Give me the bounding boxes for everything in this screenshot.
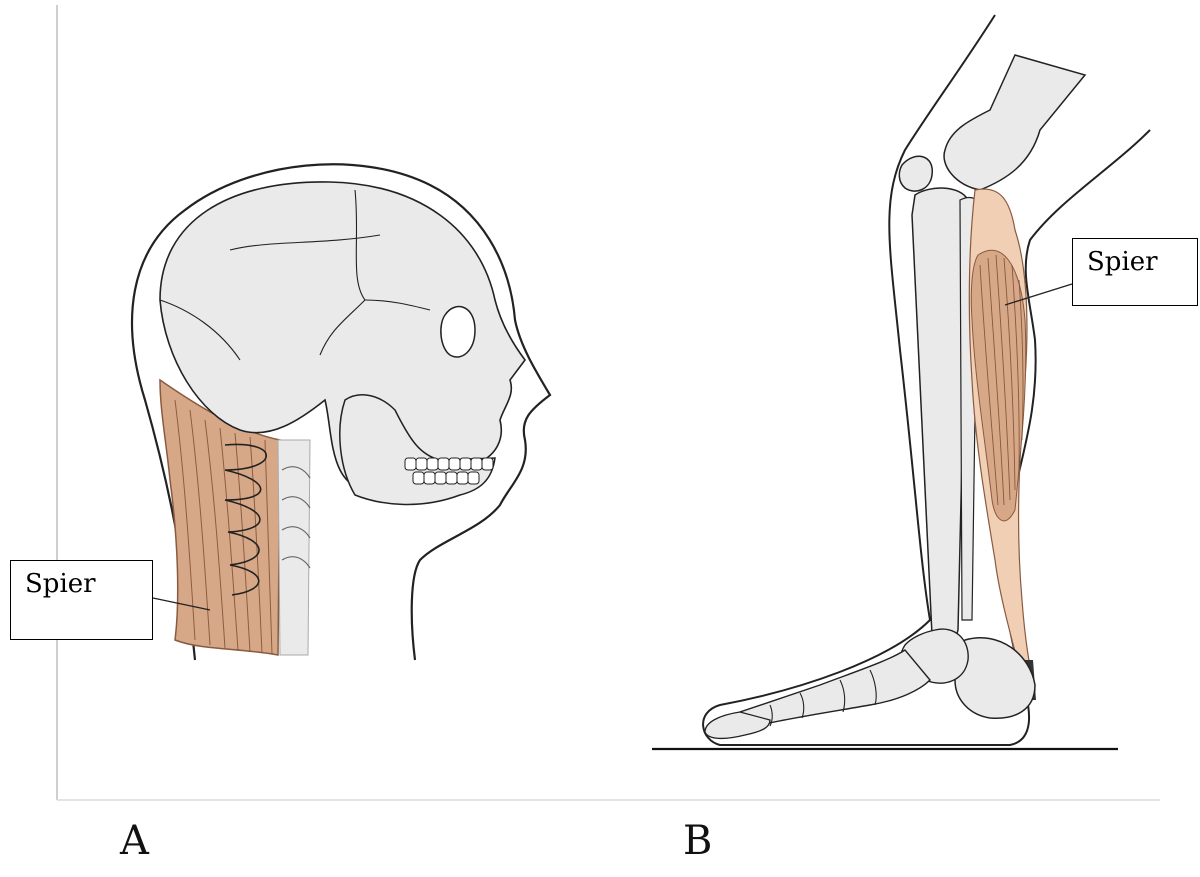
panel-label-a: A <box>120 818 149 864</box>
callout-muscle-calf: Spier <box>1072 238 1198 306</box>
foot-metatarsals <box>739 650 930 726</box>
eye-socket <box>441 307 475 357</box>
patella <box>899 156 932 191</box>
femur <box>944 55 1085 190</box>
callout-a-text: Spier <box>25 569 96 599</box>
panel-label-b: B <box>683 818 712 864</box>
callout-b-text: Spier <box>1087 247 1158 277</box>
callout-muscle-neck: Spier <box>10 560 153 640</box>
tibia <box>912 188 968 643</box>
head-illustration <box>132 164 550 660</box>
leg-illustration <box>652 15 1150 749</box>
